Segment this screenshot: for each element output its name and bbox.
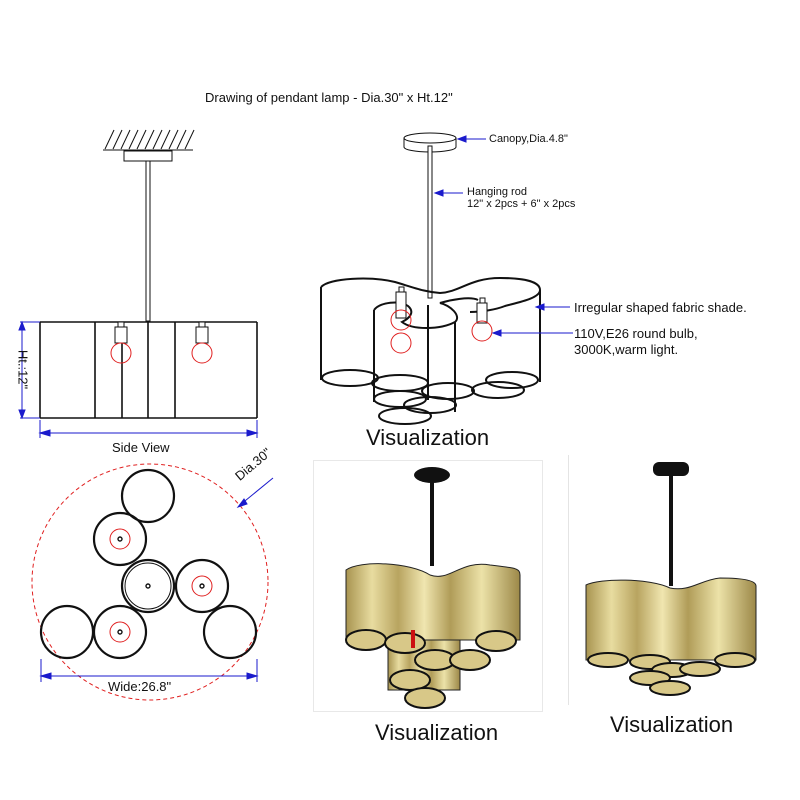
bulb-perspective-c [471,320,493,342]
rod-label-line2: 12" x 2pcs + 6" x 2pcs [467,198,576,210]
render-panel-1 [313,460,543,712]
render-divider [568,455,569,705]
shade-label: Irregular shaped fabric shade. [574,300,747,315]
ceiling-hatch [103,129,195,151]
socket-perspective-a [395,286,407,319]
bulb-label-line2: 3000K,warm light. [574,342,679,357]
red-wire-render-1 [411,630,415,648]
canopy-render-2 [653,462,689,476]
socket-perspective-c [476,297,488,324]
perspective-caption: Visualization [366,425,490,450]
bulb-left-side [110,342,132,364]
width-label: Wide:26.8" [108,679,172,694]
width-dimension-top [39,659,259,682]
bulb-perspective-a [390,309,412,331]
leader-arrows [433,135,573,337]
diameter-circle [31,463,269,701]
rod-perspective [427,145,433,299]
shade-render-2-upper [585,577,757,661]
shade-perspective [320,276,542,425]
bulb-right-side [191,342,213,364]
rod-side [145,160,151,322]
drawing-title: Drawing of pendant lamp - Dia.30" x Ht.1… [205,90,453,105]
shade-render-2-openings [587,652,756,696]
canopy-label: Canopy,Dia.4.8" [489,133,568,145]
rod-render-1 [430,478,434,566]
top-view-centers [117,536,205,635]
top-view-outline [39,468,258,660]
top-view-inner [124,562,172,610]
render-1-caption: Visualization [375,720,499,745]
bulb-label-line1: 110V,E26 round bulb, [574,326,698,341]
rod-label-line1: Hanging rod [467,186,527,198]
rod-render-2 [669,476,673,586]
bulb-perspective-b [390,332,412,354]
shade-render-1-upper [345,563,521,641]
width-dimension-side [38,420,259,438]
socket-right [195,321,209,344]
render-2-caption: Visualization [610,712,734,737]
side-view-caption: Side View [112,440,170,455]
canopy-render-1 [414,467,450,483]
shade-render-1-openings [345,629,517,709]
height-dimension [18,320,40,420]
top-view-bulbs [109,528,213,643]
shade-side [39,321,258,419]
diameter-arrow [236,477,274,508]
